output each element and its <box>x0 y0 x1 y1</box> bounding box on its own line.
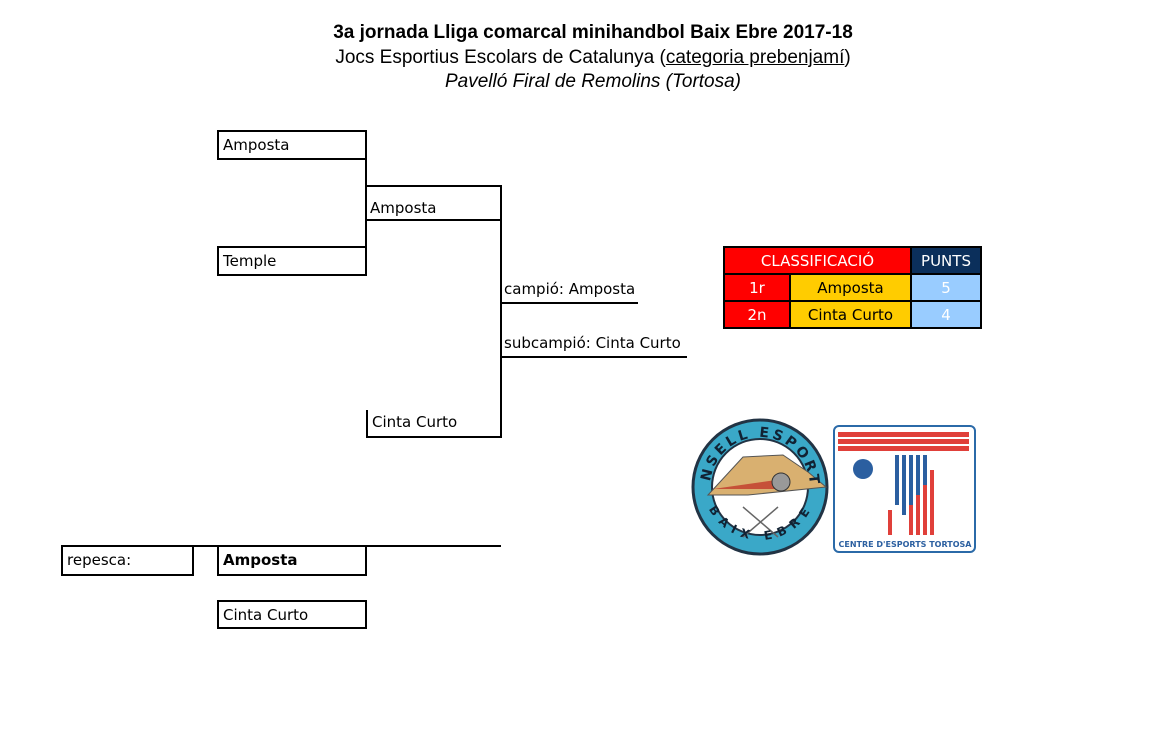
runner-up-label: subcampió: Cinta Curto <box>504 334 681 352</box>
semi1-team1: Amposta <box>217 130 367 160</box>
repesca-team2: Cinta Curto <box>217 600 367 629</box>
bracket-line <box>500 185 502 438</box>
champion-label: campió: Amposta <box>504 280 636 298</box>
tortosa-text: CENTRE D'ESPORTS TORTOSA <box>839 540 973 549</box>
repesca-label: repesca: <box>61 545 194 576</box>
points-cell: 5 <box>910 273 982 302</box>
classification-header: CLASSIFICACIÓ <box>723 246 912 275</box>
table-row: 2n Cinta Curto 4 <box>723 300 982 329</box>
semi1-team2: Temple <box>217 246 367 276</box>
champion-line <box>501 302 638 304</box>
points-cell: 4 <box>910 300 982 329</box>
subtitle-category: categoria prebenjamí <box>665 47 845 68</box>
position-cell: 1r <box>723 273 791 302</box>
final-team1: Amposta <box>365 185 502 221</box>
runner-up-line <box>501 356 687 358</box>
team-cell: Cinta Curto <box>789 300 912 329</box>
bracket-line <box>365 158 367 248</box>
subtitle-suffix: ) <box>844 47 851 68</box>
venue: Pavelló Firal de Remolins (Tortosa) <box>444 71 742 92</box>
repesca-team1: Amposta <box>217 545 367 576</box>
final-team2: Cinta Curto <box>366 410 502 438</box>
position-cell: 2n <box>723 300 791 329</box>
table-row: 1r Amposta 5 <box>723 273 982 302</box>
page-subtitle: Jocs Esportius Escolars de Catalunya (ca… <box>0 47 1168 69</box>
classification-table: CLASSIFICACIÓ PUNTS 1r Amposta 5 2n Cint… <box>723 246 982 329</box>
consell-esportiu-logo: CONSELL ESPORTIU BAIX EBRE <box>688 417 829 556</box>
points-header: PUNTS <box>910 246 982 275</box>
page-title: 3a jornada Lliga comarcal minihandbol Ba… <box>333 22 853 43</box>
team-cell: Amposta <box>789 273 912 302</box>
centre-esports-tortosa-logo: CENTRE D'ESPORTS TORTOSA <box>833 425 976 553</box>
subtitle-prefix: Jocs Esportius Escolars de Catalunya ( <box>335 47 666 68</box>
